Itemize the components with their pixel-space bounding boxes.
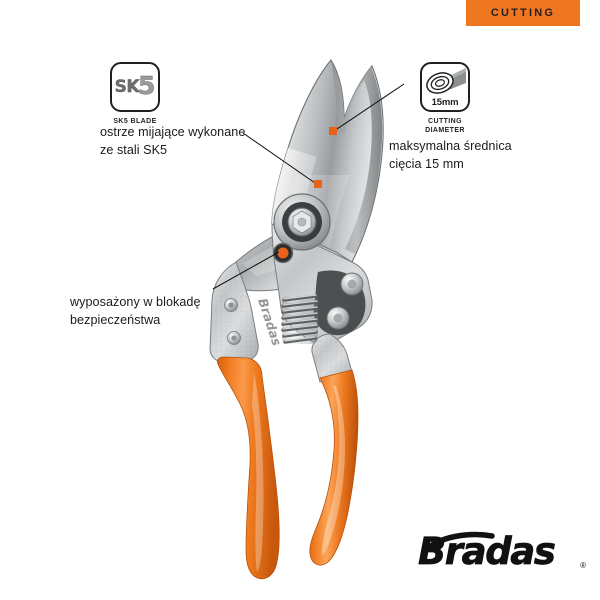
left-shank-texture (210, 262, 259, 362)
category-badge-label: CUTTING (490, 6, 556, 19)
callout-cut-diameter: maksymalna średnica cięcia 15 mm (389, 138, 589, 174)
callout-blade-steel-line1: ostrze mijające wykonane (100, 125, 246, 139)
blade-spine (331, 61, 383, 254)
cutting-diameter-caption-line2: DIAMETER (425, 127, 465, 135)
cutting-diameter-caption-line1: CUTTING (428, 118, 462, 125)
callout-cut-diameter-line2: cięcia 15 mm (389, 156, 464, 171)
brand-trademark: ® (580, 561, 586, 570)
brand-logo: Bradas ® (418, 528, 588, 576)
right-shank-texture (311, 334, 352, 382)
branch-cross-section-icon (426, 68, 466, 94)
spring-coil (281, 294, 319, 344)
brand-logo-swash (421, 531, 495, 555)
callout-safety-lock-line2: bezpieczeństwa (70, 312, 161, 327)
branch-ring-mid (430, 75, 450, 91)
marker-blade-steel (314, 180, 322, 188)
leader-line-cut-diameter (333, 83, 405, 132)
link-rivet-lower-center (333, 313, 343, 323)
branch-ring-outer (426, 72, 454, 94)
right-grip (309, 369, 359, 566)
callout-safety-lock: wyposażony w blokadę bezpieczeństwa (70, 294, 270, 330)
callout-blade-steel-line2: ze stali SK5 (100, 142, 168, 157)
marker-safety-lock (279, 249, 287, 257)
pivot-bolt-center (297, 217, 307, 227)
shank-rivet-upper-center (228, 302, 234, 308)
sk5-glyph-number: 5 (138, 71, 156, 101)
logo-swash-stroke (421, 531, 495, 555)
left-grip-highlight (252, 372, 264, 572)
feature-cutting-diameter: 15mm CUTTING DIAMETER (410, 62, 480, 136)
cutting-diameter-value: 15mm (431, 97, 459, 108)
marker-cut-diameter (329, 127, 337, 135)
callout-blade-steel: ostrze mijające wykonane ze stali SK5 (100, 124, 300, 160)
sk5-glyph-prefix: SK (114, 77, 139, 97)
sk5-blade-caption: SK5 BLADE (113, 118, 157, 125)
cutting-diameter-icon: 15mm (420, 62, 470, 112)
callout-safety-lock-line1: wyposażony w blokadę (70, 295, 201, 309)
branch-ring-inner (434, 79, 446, 87)
leader-line-blade-steel (242, 132, 316, 184)
leader-line-safety-lock (212, 251, 280, 290)
right-grip-highlight (321, 386, 345, 556)
shank-rivet-lower-center (231, 335, 237, 341)
category-badge: CUTTING (466, 0, 580, 26)
callout-cut-diameter-line1: maksymalna średnica (389, 139, 512, 153)
link-rivet-upper-center (347, 279, 357, 289)
left-grip (216, 356, 280, 580)
cutting-diameter-caption: CUTTING DIAMETER (410, 117, 480, 136)
